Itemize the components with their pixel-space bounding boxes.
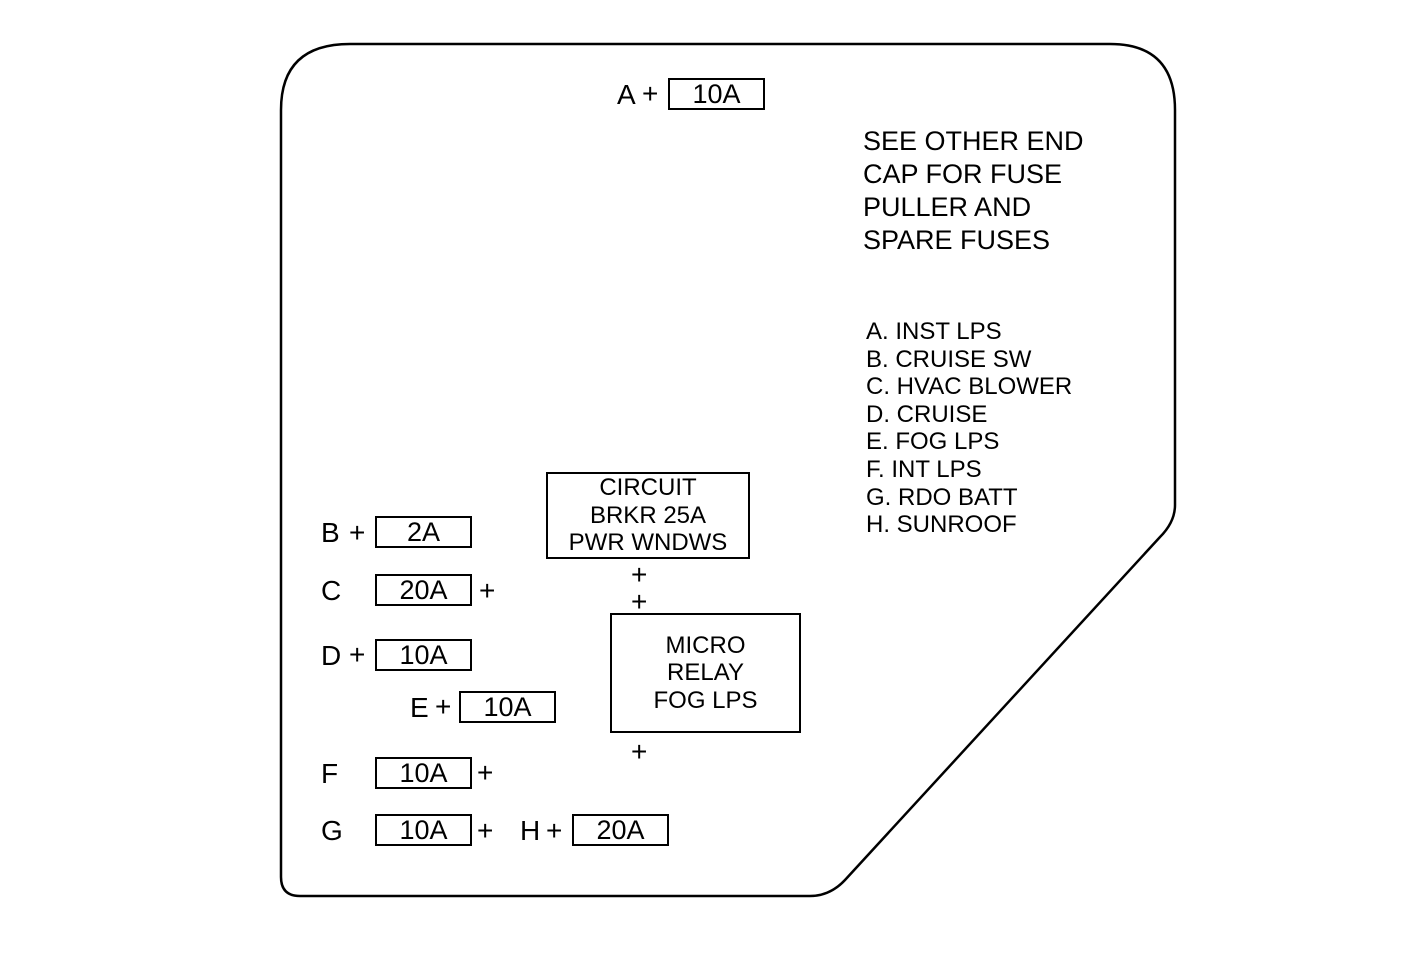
fuse-h-rating: 20A (596, 814, 645, 845)
fuse-d-plus: + (349, 639, 366, 670)
fuse-e-plus: + (435, 691, 452, 722)
fuse-e-label: E (410, 692, 429, 723)
legend-item-h: H. SUNROOF (866, 511, 1017, 539)
fuse-h: 20A (572, 814, 669, 846)
micro-relay-plus-top: + (631, 586, 648, 617)
circuit-breaker-line-1: CIRCUIT (599, 474, 697, 502)
fuse-f-rating: 10A (399, 757, 448, 788)
fuse-b-label: B (321, 517, 340, 548)
fuse-b: 2A (375, 516, 472, 548)
fuse-h-label: H (520, 815, 541, 846)
circuit-breaker-line-3: PWR WNDWS (568, 529, 728, 557)
spare-fuses-note: SEE OTHER END CAP FOR FUSE PULLER AND SP… (863, 126, 1084, 255)
legend-item-b: B. CRUISE SW (866, 345, 1032, 373)
fuse-d-rating: 10A (399, 639, 448, 670)
fuse-f: 10A (375, 757, 472, 789)
fuse-a-plus: + (642, 78, 659, 109)
legend-item-c: C. HVAC BLOWER (866, 373, 1073, 401)
fuse-c-rating: 20A (399, 574, 448, 605)
micro-relay-line-2: RELAY (667, 659, 744, 687)
circuit-breaker-plus: + (631, 559, 648, 590)
fuse-a-label: A (617, 79, 636, 110)
fuse-f-label: F (321, 758, 339, 789)
fuse-c: 20A (375, 574, 472, 606)
fuse-c-plus: + (479, 575, 496, 606)
micro-relay-line-1: MICRO (665, 631, 746, 659)
fuse-d-label: D (321, 640, 342, 671)
fuse-b-rating: 2A (406, 516, 441, 547)
legend-item-g: G. RDO BATT (866, 483, 1018, 511)
fuse-d: 10A (375, 639, 472, 671)
fuse-g-label: G (321, 815, 343, 846)
micro-relay: MICRO RELAY FOG LPS (610, 613, 801, 733)
circuit-breaker-line-2: BRKR 25A (589, 501, 707, 529)
fuse-g-rating: 10A (399, 814, 448, 845)
fuse-e-rating: 10A (483, 691, 532, 722)
legend-item-e: E. FOG LPS (866, 428, 1000, 456)
fuse-legend: A. INST LPS B. CRUISE SW C. HVAC BLOWER … (866, 318, 1072, 539)
legend-item-f: F. INT LPS (866, 455, 982, 483)
fuse-e: 10A (459, 691, 556, 723)
circuit-breaker: CIRCUIT BRKR 25A PWR WNDWS (546, 472, 750, 559)
micro-relay-line-3: FOG LPS (653, 686, 758, 714)
fuse-h-plus: + (546, 815, 563, 846)
fuse-f-plus: + (477, 757, 494, 788)
legend-item-a: A. INST LPS (866, 318, 1002, 345)
fuse-g-plus: + (477, 815, 494, 846)
fuse-b-plus: + (349, 517, 366, 548)
legend-item-d: D. CRUISE (866, 400, 988, 428)
fuse-a-rating: 10A (692, 78, 741, 109)
fuse-a: 10A (668, 78, 765, 110)
fuse-c-label: C (321, 575, 342, 606)
micro-relay-plus-bottom: + (631, 736, 648, 767)
fuse-g: 10A (375, 814, 472, 846)
